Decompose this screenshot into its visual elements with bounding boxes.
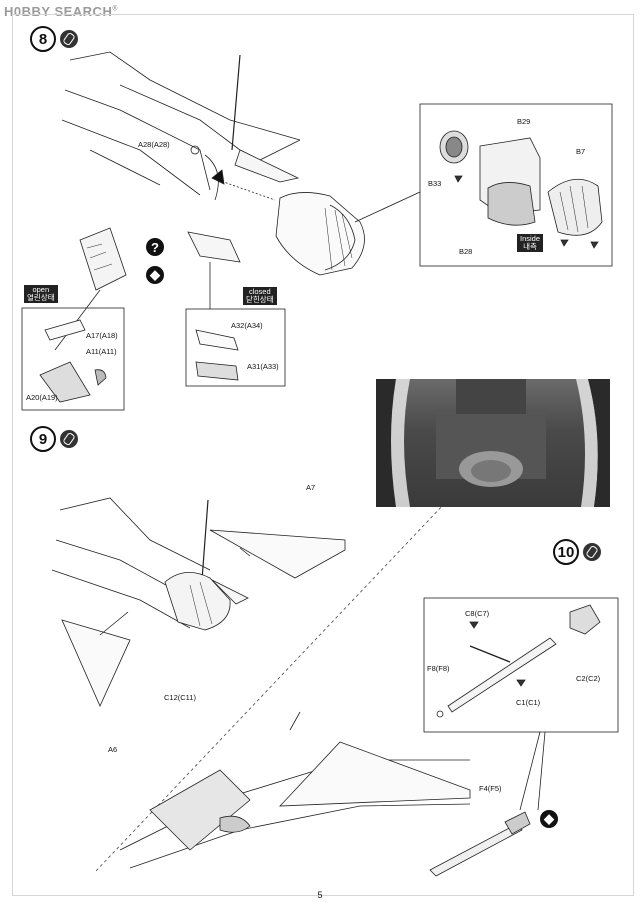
part-label: C1(C1) <box>516 698 541 707</box>
turn-over-icon: ◆ <box>540 810 558 828</box>
part-label: B28 <box>459 247 473 256</box>
turn-over-icon: ◆ <box>146 266 164 284</box>
part-label: A20(A19) <box>26 393 58 402</box>
part-label: B33 <box>428 179 442 188</box>
page-number: 5 <box>317 890 323 900</box>
part-label: C2(C2) <box>576 674 601 683</box>
step-8-header: 8 <box>30 26 78 52</box>
part-label: A6 <box>108 745 118 754</box>
step-9-header: 9 <box>30 426 78 452</box>
part-label: C8(C7) <box>465 609 490 618</box>
page-border <box>12 14 634 896</box>
part-label: A17(A18) <box>86 331 118 340</box>
step-number: 9 <box>30 426 56 452</box>
part-label: A11(A11) <box>86 347 117 356</box>
cement-icon <box>60 30 78 48</box>
watermark: H0BBY SEARCH® <box>4 4 119 19</box>
part-label: A7 <box>306 483 316 492</box>
part-label: C12(C11) <box>164 693 196 702</box>
step-number: 8 <box>30 26 56 52</box>
question-icon: ? <box>146 238 164 256</box>
step-number: 10 <box>553 539 579 565</box>
cement-icon <box>60 430 78 448</box>
part-label: A28(A28) <box>138 140 170 149</box>
photo-content <box>376 379 610 507</box>
part-label: A31(A33) <box>247 362 279 371</box>
part-label: F8(F8) <box>427 664 450 673</box>
part-label: F4(F5) <box>479 784 502 793</box>
part-label: B29 <box>517 117 531 126</box>
part-label: B7 <box>576 147 586 156</box>
step-10-header: 10 <box>553 539 601 565</box>
part-label: A32(A34) <box>231 321 263 330</box>
reference-photo <box>376 379 610 507</box>
cement-icon <box>583 543 601 561</box>
